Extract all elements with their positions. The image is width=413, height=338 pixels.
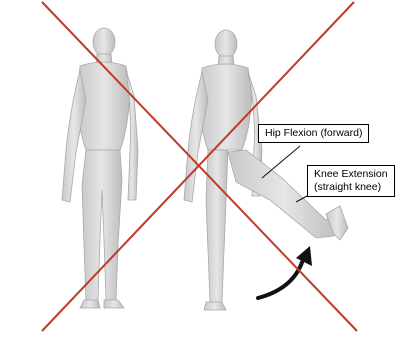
hip-pointer-line [262,146,300,178]
knee-extension-label: Knee Extension (straight knee) [307,165,395,197]
knee-extension-line2: (straight knee) [314,181,388,194]
hip-flexion-label: Hip Flexion (forward) [258,124,369,143]
knee-extension-line1: Knee Extension [314,168,388,181]
curved-arrow-icon [258,246,312,298]
standing-figure [62,28,138,308]
